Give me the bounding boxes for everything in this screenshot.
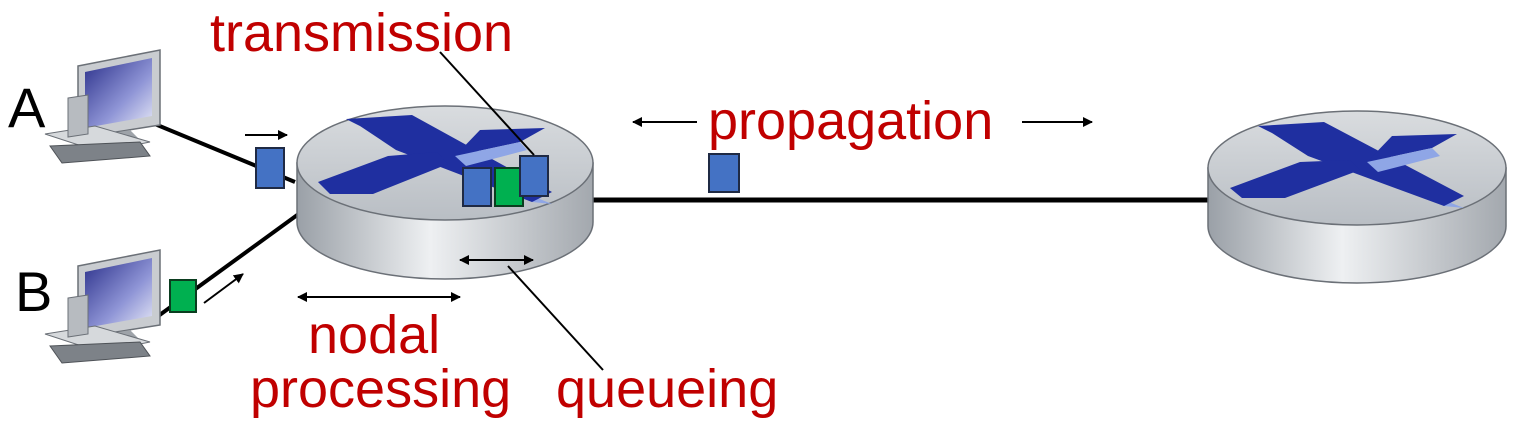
packet-green-queued — [494, 167, 524, 207]
arrow-b-packet — [203, 273, 244, 304]
label-queueing: queueing — [556, 359, 779, 419]
computer-icon-b — [44, 249, 161, 364]
computer-icon-a — [44, 49, 161, 164]
label-propagation: propagation — [708, 91, 994, 151]
host-label-b: B — [15, 260, 53, 323]
leader-queueing — [507, 265, 604, 371]
label-transmission: transmission — [210, 3, 514, 63]
packet-blue-queued — [462, 167, 492, 207]
label-processing: processing — [250, 359, 512, 419]
leader-transmission — [439, 51, 535, 156]
packet-blue-incoming — [255, 147, 285, 189]
packet-green-incoming — [169, 279, 197, 313]
packet-blue-propagating — [708, 153, 740, 193]
router-x-icon-remote — [1230, 122, 1464, 208]
router-icon — [296, 105, 594, 280]
host-label-a: A — [8, 76, 46, 139]
label-nodal: nodal — [308, 305, 441, 365]
packet-blue-transmitting — [519, 155, 549, 197]
router-icon-remote — [1207, 110, 1507, 284]
